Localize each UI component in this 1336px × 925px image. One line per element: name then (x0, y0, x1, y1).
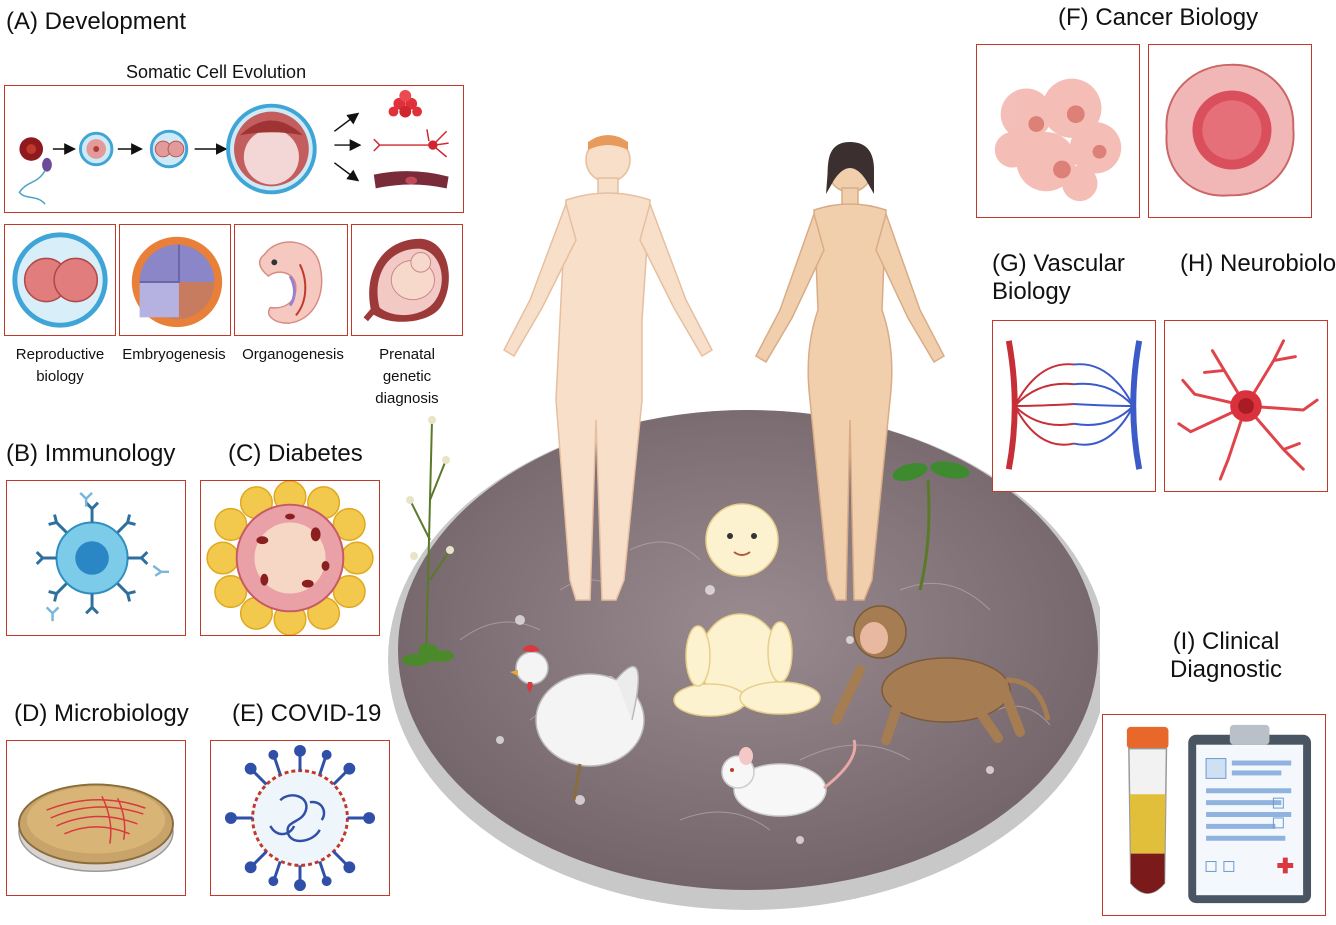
somatic-evolution-title: Somatic Cell Evolution (126, 62, 307, 82)
neuron-cell-icon (373, 129, 449, 158)
cancer-title: (F) Cancer Biology (1058, 4, 1259, 31)
blastocyst-icon (226, 103, 317, 195)
vascular-panel (992, 320, 1156, 492)
virus-icon (224, 744, 376, 892)
cancer-cell-panel (1148, 44, 1312, 218)
somatic-evolution-diagram (18, 89, 449, 205)
organisms-on-culture-dish (388, 135, 1108, 910)
plant-icon (409, 419, 451, 661)
clinical-title: (I) Clinical Diagnostic (1170, 628, 1283, 683)
zygote-icon (18, 137, 52, 205)
neuro-title: (H) Neurobiology (1180, 250, 1336, 277)
monkey-icon (831, 605, 1051, 745)
immunology-panel (6, 480, 186, 636)
seedling-icon (892, 461, 970, 591)
cleavage-icon (149, 129, 189, 169)
capillary-network-icon (1005, 340, 1143, 470)
neuron-icon (1177, 339, 1319, 481)
clinical-panel (1102, 714, 1326, 916)
stage-label-embryogenesis: Embryogenesis (122, 346, 226, 363)
petri-dish-icon (18, 783, 174, 873)
cancer-tissue-panel (976, 44, 1140, 218)
reproductive-panel (4, 224, 116, 336)
muscle-cell-icon (373, 171, 449, 189)
stage-label-organogenesis: Organogenesis (242, 346, 344, 363)
diabetes-panel (200, 480, 380, 636)
mouse-icon (721, 739, 857, 817)
center-illustration (380, 120, 1108, 920)
prenatal-panel (351, 224, 463, 336)
human-female-figure (755, 147, 945, 601)
two-cell-icon (78, 131, 114, 167)
stage-label-prenatal: Prenatal genetic diagnosis (375, 346, 439, 407)
covid-title: (E) COVID-19 (232, 700, 382, 727)
vascular-title: (G) Vascular Biology (992, 250, 1125, 305)
immunology-title: (B) Immunology (6, 440, 176, 467)
baby-figure (673, 503, 821, 717)
somatic-evolution-panel (4, 85, 464, 213)
human-male-figure (503, 137, 713, 601)
diabetes-title: (C) Diabetes (228, 440, 363, 467)
microbiology-panel (6, 740, 186, 896)
development-title: (A) Development (6, 8, 187, 35)
cluster-cells-icon (388, 89, 423, 118)
antibody-icon (35, 491, 170, 622)
microbiology-title: (D) Microbiology (14, 700, 189, 727)
pancreatic-islet-icon (206, 481, 374, 635)
test-tube-icon (1126, 726, 1169, 894)
covid-panel (210, 740, 390, 896)
neuro-panel (1164, 320, 1328, 492)
clipboard-icon (1188, 724, 1312, 904)
organogenesis-panel (234, 224, 348, 336)
chicken-icon (510, 645, 645, 801)
embryogenesis-panel (119, 224, 231, 336)
stage-label-reproductive: Reproductive biology (15, 346, 105, 385)
